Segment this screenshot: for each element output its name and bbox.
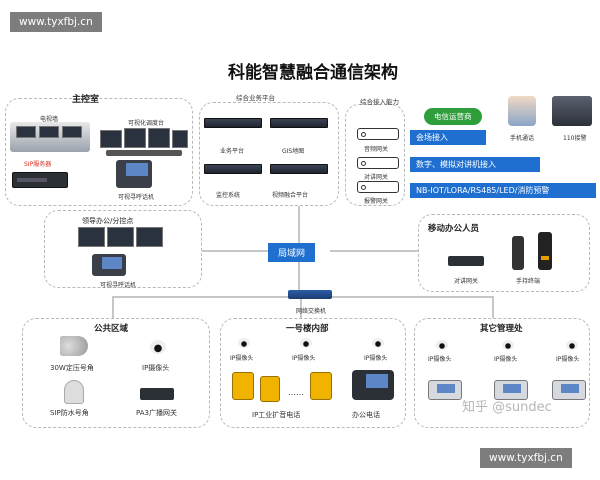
other-camera-1-label: IP摄像头 [428, 356, 452, 363]
phone-call-image [508, 96, 536, 126]
connector-line [298, 205, 300, 243]
building-camera-2-image [300, 338, 312, 348]
business-label: 业务平台 [220, 148, 245, 155]
leader-phone-image [92, 254, 126, 276]
other-offices-heading: 其它管理处 [480, 324, 523, 334]
office-phone-label: 办公电话 [352, 411, 380, 419]
video-server-image [270, 164, 328, 174]
leader-office-heading: 领导办公/分控点 [82, 217, 134, 225]
dispatch-desk-image [100, 128, 188, 160]
intercom-gateway-label: 对讲网关 [364, 174, 389, 181]
mobile-gateway-label: 对讲网关 [454, 278, 479, 285]
mobile-office-heading: 移动办公人员 [428, 224, 480, 234]
dispatch-desk-label: 可视化调度台 [128, 120, 165, 127]
horn-image [60, 336, 88, 356]
diagram-title: 科能智慧融合通信架构 [228, 63, 398, 83]
building-camera-2-label: IP摄像头 [292, 355, 316, 362]
tv-wall-image [10, 122, 90, 152]
video-label: 视频融合平台 [272, 192, 309, 199]
sip-horn-image [64, 380, 84, 404]
pa3-gateway-image [140, 388, 174, 400]
other-camera-3-image [566, 340, 578, 350]
network-switch-label: 网络交换机 [296, 308, 327, 315]
public-area-heading: 公共区域 [94, 324, 129, 334]
pa3-gateway-label: PA3广播网关 [136, 409, 178, 417]
sip-server-image [12, 172, 68, 188]
other-camera-3-label: IP摄像头 [556, 356, 580, 363]
connector-line [330, 250, 420, 252]
other-offices-panel [414, 318, 590, 428]
public-camera-label: IP摄像头 [142, 364, 170, 372]
walkie-talkie-image [538, 232, 552, 270]
main-intercom-phone-image [116, 160, 152, 188]
radio-access-bar: 数字、模拟对讲机接入 [410, 157, 540, 172]
horn-label: 30W定压号角 [50, 364, 94, 372]
alarm-110-image [552, 96, 592, 126]
gis-server-image [270, 118, 328, 128]
industrial-phone-label: IP工业扩音电话 [252, 411, 301, 419]
other-camera-1-image [436, 340, 448, 350]
public-camera-image [150, 340, 166, 354]
main-room-heading: 主控室 [72, 95, 100, 105]
paging-station-3-image [552, 380, 586, 400]
building-camera-1-image [238, 338, 250, 348]
operator-badge: 电信运营商 [424, 108, 482, 125]
connector-line [112, 296, 114, 318]
handheld-terminal-label: 手持终端 [516, 278, 541, 285]
leader-monitors-image [78, 227, 164, 251]
tv-wall-label: 电视墙 [40, 116, 59, 123]
alarm-gateway-image [357, 181, 399, 193]
connector-line [492, 296, 494, 318]
paging-station-2-image [494, 380, 528, 400]
watermark-bottom: www.tyxfbj.cn [480, 448, 572, 468]
phone-call-label: 手机通话 [510, 135, 535, 142]
leader-phone-label: 可视寻呼话机 [100, 282, 137, 289]
handset-image [512, 236, 524, 270]
connector-line [200, 250, 270, 252]
business-server-image [204, 118, 262, 128]
building-ellipsis: …… [288, 388, 304, 397]
public-area-panel [22, 318, 210, 428]
office-phone-image [352, 370, 394, 400]
alarm-gateway-label: 报警网关 [364, 198, 389, 205]
other-camera-2-label: IP摄像头 [494, 356, 518, 363]
mobile-gateway-image [448, 256, 484, 266]
venue-access-bar: 会场接入 [410, 130, 486, 145]
intercom-gateway-image [357, 157, 399, 169]
connector-line [300, 296, 302, 318]
sip-horn-label: SIP防水号角 [50, 409, 89, 417]
gis-label: GIS地图 [282, 148, 305, 155]
monitor-server-image [204, 164, 262, 174]
building-camera-1-label: IP摄像头 [230, 355, 254, 362]
alarm-110-label: 110接警 [563, 135, 587, 142]
watermark-top: www.tyxfbj.cn [10, 12, 102, 32]
lan-label: 局域网 [268, 243, 316, 262]
audio-gateway-label: 音频网关 [364, 146, 389, 153]
connector-line [298, 262, 300, 294]
building-one-heading: 一号楼内部 [286, 324, 329, 334]
industrial-phone-2-image [260, 376, 280, 402]
industrial-phone-3-image [310, 372, 332, 400]
network-switch-image [288, 290, 332, 299]
access-heading: 综合接入能力 [360, 98, 399, 106]
audio-gateway-image [357, 128, 399, 140]
industrial-phone-1-image [232, 372, 254, 400]
sip-server-label: SIP服务器 [24, 161, 52, 168]
zhihu-watermark: 知乎 @sundec [462, 400, 552, 415]
monitor-label: 监控系统 [216, 192, 241, 199]
iot-access-bar: NB-IOT/LORA/RS485/LED/消防预警 [410, 183, 596, 198]
mobile-office-panel [418, 214, 590, 292]
main-intercom-label: 可视寻呼话机 [118, 194, 155, 201]
other-camera-2-image [502, 340, 514, 350]
business-platform-heading: 综合业务平台 [236, 94, 275, 102]
paging-station-1-image [428, 380, 462, 400]
building-camera-3-label: IP摄像头 [364, 355, 388, 362]
building-camera-3-image [372, 338, 384, 348]
